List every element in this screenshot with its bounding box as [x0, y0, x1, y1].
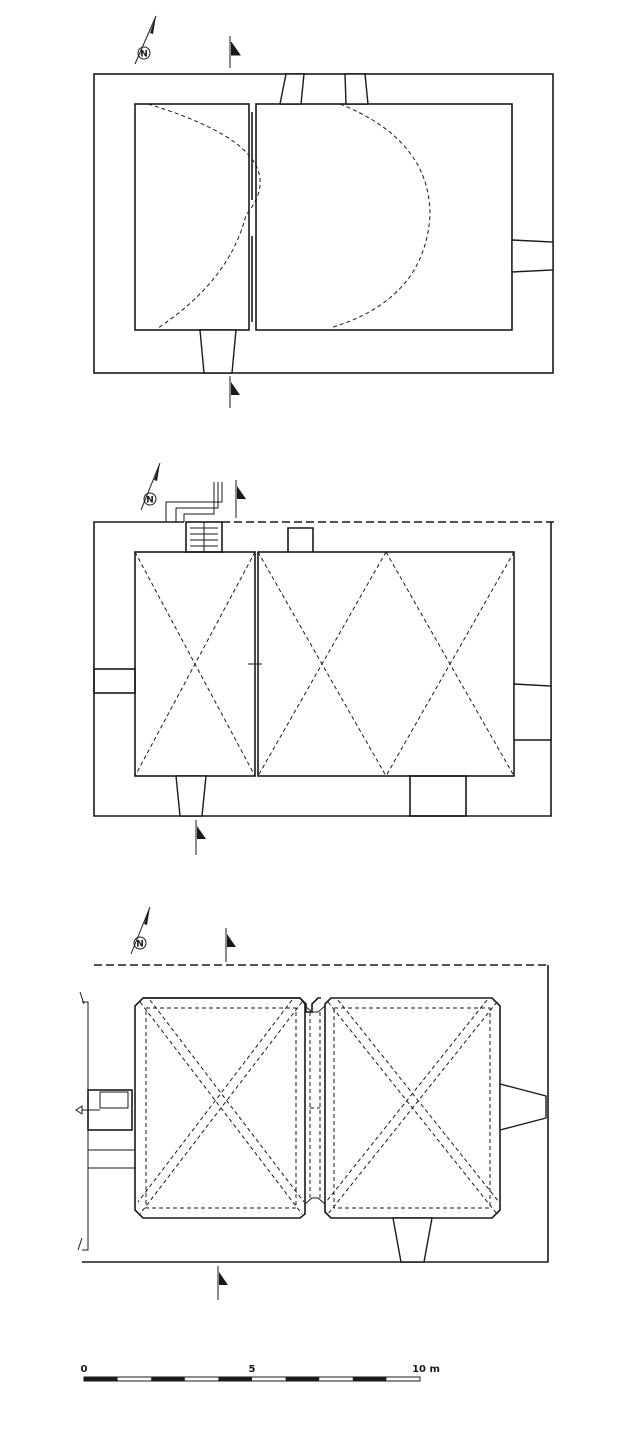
window-opening [279, 73, 305, 105]
scale-tick-label: 0 [81, 1364, 88, 1375]
plan-1: N [93, 15, 554, 408]
plan-3: N [75, 906, 549, 1300]
north-arrow-icon: N [130, 906, 151, 955]
scale-bar: 0 5 10 m [81, 1364, 440, 1382]
north-arrow-icon: N [140, 462, 161, 511]
window-opening [175, 775, 207, 817]
section-marker-icon [229, 36, 241, 68]
outer-wall [93, 73, 554, 374]
door-opening [409, 775, 467, 817]
room-left [134, 103, 250, 331]
section-marker-icon [217, 1266, 228, 1300]
scale-segment [84, 1377, 118, 1381]
room-right [257, 551, 515, 777]
section-marker-icon [229, 376, 240, 408]
scale-segment [218, 1377, 252, 1381]
scale-segment [352, 1377, 387, 1381]
north-label: N [140, 50, 148, 60]
north-label: N [136, 940, 144, 950]
outer-wall [93, 521, 552, 817]
window-opening [513, 683, 552, 741]
window-opening [93, 668, 136, 694]
section-marker-icon [235, 480, 246, 518]
window-opening [499, 1083, 547, 1131]
room-right [255, 103, 513, 331]
north-arrow-icon: N [134, 15, 157, 65]
vault-outline [147, 103, 261, 329]
outer-wall [82, 965, 549, 1263]
vault-outline [329, 103, 431, 329]
scale-tick-label: 10 m [412, 1364, 440, 1375]
north-label: N [146, 496, 154, 506]
section-marker-icon [195, 820, 206, 855]
door-opening [392, 1217, 433, 1263]
room-left [134, 997, 306, 1219]
window-opening [199, 329, 237, 374]
scale-tick-label: 5 [249, 1364, 256, 1375]
window-opening [511, 239, 554, 273]
plan-2: N [93, 462, 556, 855]
scale-segment [151, 1377, 185, 1381]
window-opening [344, 73, 369, 105]
scale-segment [285, 1377, 320, 1381]
room-right [324, 997, 501, 1219]
section-marker-icon [225, 928, 236, 962]
